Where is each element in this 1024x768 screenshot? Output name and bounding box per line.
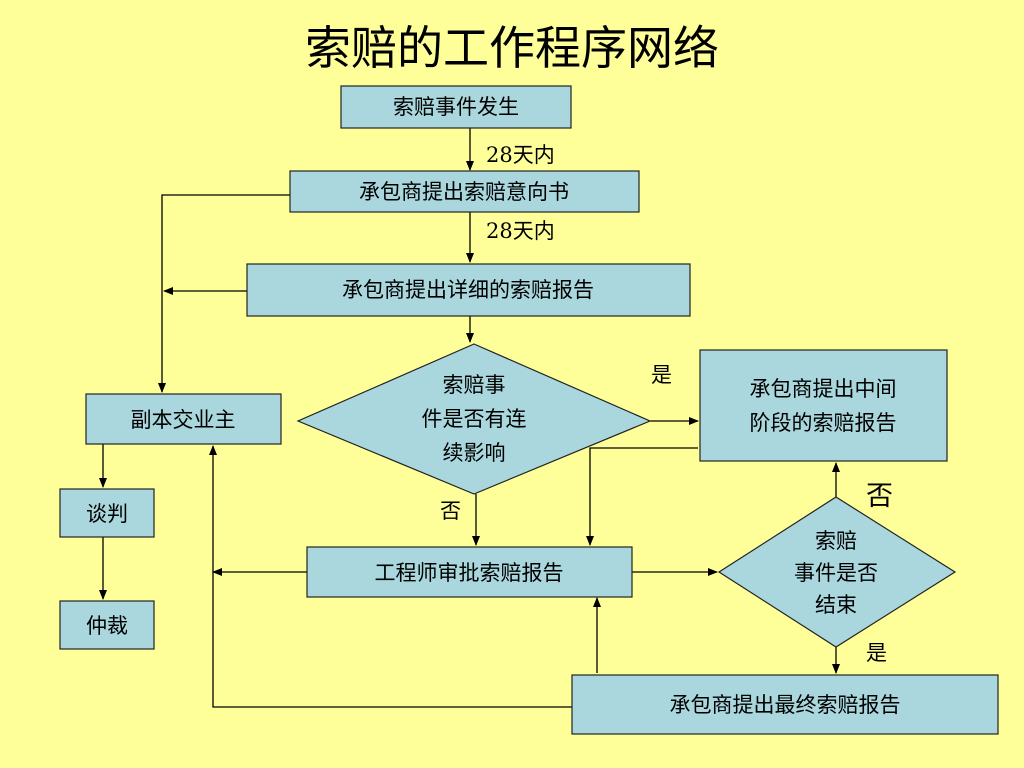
node-ended-line-2: 事件是否 <box>794 561 878 585</box>
node-copy-owner-label: 副本交业主 <box>131 408 236 432</box>
label-continuous-yes: 是 <box>651 363 672 387</box>
node-continuous-line-1: 索赔事 <box>443 373 506 397</box>
node-detailed-report: 承包商提出详细的索赔报告 <box>246 263 691 317</box>
page-title: 索赔的工作程序网络 <box>305 21 719 75</box>
label-28-days-2: 28天内 <box>486 219 555 243</box>
label-ended-no: 否 <box>866 481 893 512</box>
node-intent-notice-label: 承包商提出索赔意向书 <box>359 180 569 204</box>
node-claim-event-label: 索赔事件发生 <box>393 95 519 119</box>
node-engineer-review-label: 工程师审批索赔报告 <box>375 561 564 585</box>
node-ended-line-1: 索赔 <box>815 529 857 553</box>
node-ended-decision: 索赔 事件是否 结束 <box>717 496 957 648</box>
edge-labels: 28天内 28天内 是 否 否 是 <box>440 143 893 665</box>
node-intent-notice: 承包商提出索赔意向书 <box>289 170 640 213</box>
node-final-report-label: 承包商提出最终索赔报告 <box>670 693 901 717</box>
node-arbitration: 仲裁 <box>59 600 155 650</box>
label-28-days-1: 28天内 <box>486 143 555 167</box>
label-ended-yes: 是 <box>866 641 887 665</box>
arrow-final-to-copy <box>209 445 572 708</box>
node-arbitration-label: 仲裁 <box>86 614 128 638</box>
arrow-interim-to-review <box>586 447 698 546</box>
arrow-intent-to-copy <box>158 194 290 393</box>
node-continuous-decision: 索赔事 件是否有连 续影响 <box>296 343 652 495</box>
node-claim-event: 索赔事件发生 <box>340 85 572 129</box>
connectors <box>99 128 840 708</box>
node-negotiation: 谈判 <box>59 488 155 538</box>
node-copy-owner: 副本交业主 <box>85 393 282 445</box>
node-interim-report: 承包商提出中间 阶段的索赔报告 <box>699 349 948 462</box>
node-interim-line-2: 阶段的索赔报告 <box>750 411 897 435</box>
node-continuous-line-2: 件是否有连 <box>422 407 527 431</box>
label-continuous-no: 否 <box>440 499 461 523</box>
node-final-report: 承包商提出最终索赔报告 <box>571 674 999 735</box>
node-detailed-report-label: 承包商提出详细的索赔报告 <box>342 278 594 302</box>
node-negotiation-label: 谈判 <box>86 502 128 526</box>
node-ended-line-3: 结束 <box>815 593 857 617</box>
node-engineer-review: 工程师审批索赔报告 <box>306 546 633 598</box>
node-continuous-line-3: 续影响 <box>443 441 506 465</box>
node-interim-line-1: 承包商提出中间 <box>750 377 897 401</box>
